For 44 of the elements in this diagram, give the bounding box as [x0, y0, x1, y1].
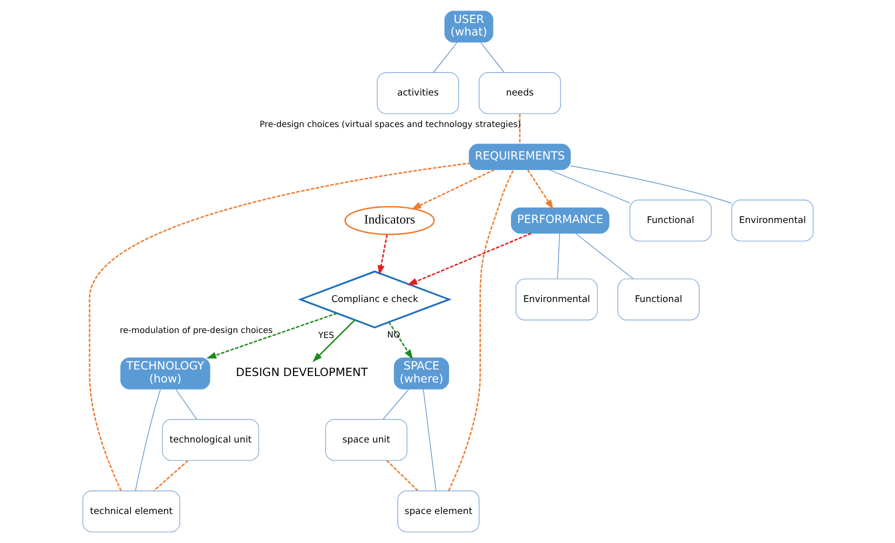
- arrow: [377, 234, 388, 276]
- arrow: [206, 312, 337, 359]
- connector: [574, 233, 634, 280]
- node-box: Environmental: [730, 200, 814, 242]
- node-box: needs: [478, 72, 560, 114]
- node-ellipse: Indicators: [344, 206, 434, 236]
- node-box: Functional: [629, 200, 712, 242]
- node-box: TECHNOLOGY (how): [120, 357, 210, 390]
- arrow: [406, 232, 531, 286]
- edge-label: re-modulation of pre-design choices: [119, 326, 272, 336]
- node-box: Environmental: [515, 278, 598, 320]
- node-box: PERFORMANCE: [510, 207, 609, 234]
- node-box: space unit: [324, 419, 407, 461]
- connector: [386, 460, 418, 492]
- connector: [518, 114, 520, 144]
- arrow: [410, 169, 494, 210]
- connector: [174, 388, 197, 420]
- connector: [134, 388, 160, 492]
- connector: [382, 388, 409, 420]
- edge-label: NO: [386, 330, 400, 341]
- connector: [432, 42, 457, 73]
- connector: [88, 162, 469, 491]
- connector: [570, 166, 732, 204]
- node-box: SPACE (where): [393, 357, 449, 390]
- edge-label: Pre-design choices (virtual spaces and technology strategies): [259, 120, 520, 130]
- arrow: [526, 169, 554, 210]
- node-box: REQUIREMENTS: [468, 144, 570, 170]
- node-box: technical element: [82, 490, 180, 532]
- connector: [480, 42, 504, 73]
- connector: [556, 233, 560, 280]
- connector: [448, 169, 514, 491]
- connector: [152, 460, 188, 492]
- node-box: activities: [376, 72, 458, 114]
- node-box: space element: [396, 490, 479, 532]
- node-box: USER (what): [444, 10, 493, 43]
- node-diamond: Complianc e check: [297, 270, 452, 328]
- edge-label: YES: [318, 331, 334, 342]
- node-text: DESIGN DEVELOPMENT: [235, 365, 368, 380]
- arrow: [312, 319, 355, 362]
- connector: [548, 169, 630, 204]
- node-box: Functional: [617, 278, 700, 320]
- connector: [422, 388, 436, 492]
- node-box: technological unit: [162, 419, 259, 461]
- arrow: [388, 322, 412, 360]
